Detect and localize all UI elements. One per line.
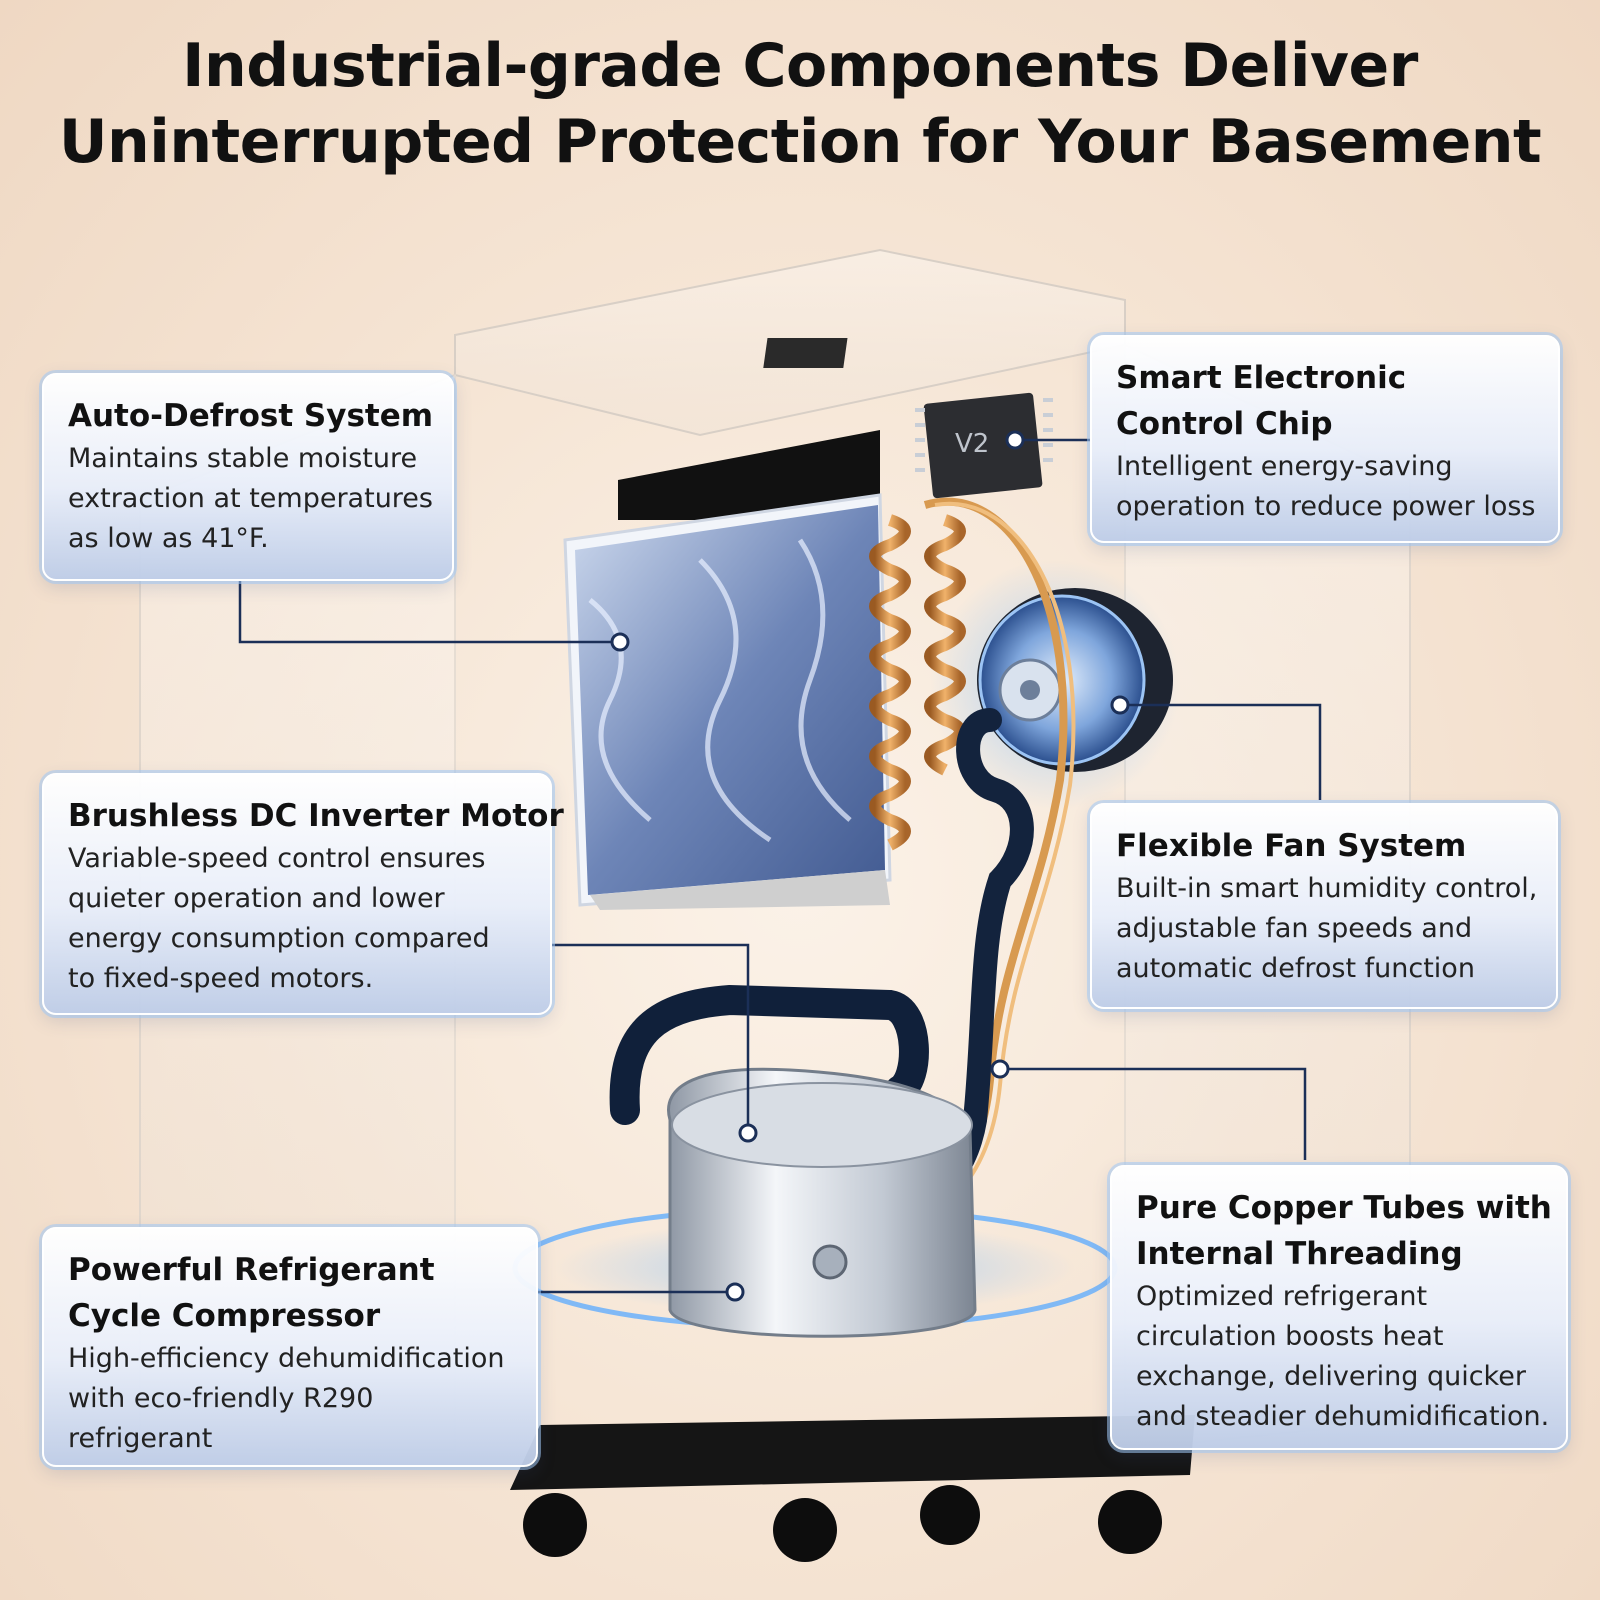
leader-copper-tubes [1000, 1067, 1307, 1160]
card-desc-line: to fixed-speed motors. [68, 963, 374, 994]
dot-auto-defrost [610, 632, 630, 652]
dot-compressor [725, 1282, 745, 1302]
headline-line-2: Uninterrupted Protection for Your Baseme… [58, 107, 1542, 177]
card-title: Flexible Fan System [1116, 823, 1536, 869]
card-title-line: Cycle Compressor [68, 1298, 381, 1334]
control-chip: V2 [915, 392, 1053, 499]
card-desc-line: with eco-friendly R290 [68, 1383, 374, 1414]
card-compressor: Powerful Refrigerant Cycle Compressor Hi… [42, 1227, 538, 1467]
card-description: High-efficiency dehumidification with ec… [68, 1339, 516, 1459]
card-desc-line: circulation boosts heat [1136, 1321, 1444, 1352]
card-desc-line: exchange, delivering quicker [1136, 1361, 1526, 1392]
card-description: Maintains stable moisture extraction at … [68, 439, 433, 559]
card-copper-tubes: Pure Copper Tubes with Internal Threadin… [1110, 1165, 1568, 1450]
compressor-art [512, 984, 1118, 1338]
dot-brushless-motor [738, 1123, 758, 1143]
card-desc-line: High-efficiency dehumidification [68, 1343, 505, 1374]
card-description: Built-in smart humidity control, adjusta… [1116, 869, 1538, 989]
evaporator-coil [563, 430, 892, 910]
card-desc-line: as low as 41°F. [68, 523, 269, 554]
card-title: Auto-Defrost System [68, 393, 434, 439]
callout-lines [238, 438, 1322, 1294]
card-desc-line: automatic defrost function [1116, 953, 1475, 984]
caster-base [510, 1415, 1195, 1562]
card-brushless-motor: Brushless DC Inverter Motor Variable-spe… [42, 773, 564, 1015]
leader-auto-defrost [238, 580, 620, 644]
headline: Industrial-grade Components Deliver Unin… [0, 28, 1600, 180]
card-desc-line: Optimized refrigerant [1136, 1281, 1428, 1312]
dot-copper-tubes [990, 1059, 1010, 1079]
dot-fan-system [1110, 695, 1130, 715]
card-desc-line: quieter operation and lower [68, 883, 445, 914]
card-desc-line: and steadier dehumidification. [1136, 1401, 1550, 1432]
card-desc-line: Built-in smart humidity control, [1116, 873, 1538, 904]
card-title-line: Pure Copper Tubes with [1136, 1190, 1552, 1226]
card-title: Pure Copper Tubes with Internal Threadin… [1136, 1185, 1552, 1277]
fan-assembly [930, 560, 1180, 810]
card-desc-line: extraction at temperatures [68, 483, 433, 514]
card-description: Variable-speed control ensures quieter o… [68, 839, 530, 999]
card-title: Brushless DC Inverter Motor [68, 793, 564, 839]
card-desc-line: Maintains stable moisture [68, 443, 418, 474]
card-smart-chip: Smart Electronic Control Chip Intelligen… [1090, 335, 1560, 543]
card-desc-line: refrigerant [68, 1423, 213, 1454]
card-title-line: Smart Electronic [1116, 360, 1407, 396]
card-title-line: Control Chip [1116, 406, 1333, 442]
dot-smart-chip [1005, 430, 1025, 450]
card-desc-line: operation to reduce power loss [1116, 491, 1536, 522]
leader-fan-system [1120, 703, 1322, 800]
card-desc-line: Intelligent energy-saving [1116, 451, 1453, 482]
headline-line-1: Industrial-grade Components Deliver [182, 31, 1418, 101]
card-title-line: Flexible Fan System [1116, 828, 1467, 864]
card-title-line: Auto-Defrost System [68, 398, 434, 434]
card-desc-line: adjustable fan speeds and [1116, 913, 1473, 944]
chip-label: V2 [955, 429, 989, 459]
card-title: Smart Electronic Control Chip [1116, 355, 1538, 447]
card-description: Intelligent energy-saving operation to r… [1116, 447, 1538, 527]
card-auto-defrost: Auto-Defrost System Maintains stable moi… [42, 373, 454, 581]
card-desc-line: Variable-speed control ensures [68, 843, 486, 874]
card-fan-system: Flexible Fan System Built-in smart humid… [1090, 803, 1558, 1009]
leader-brushless-motor [552, 943, 750, 1133]
card-title-line: Brushless DC Inverter Motor [68, 798, 564, 834]
card-title: Powerful Refrigerant Cycle Compressor [68, 1247, 516, 1339]
card-desc-line: energy consumption compared [68, 923, 490, 954]
card-title-line: Internal Threading [1136, 1236, 1463, 1272]
callout-dots [610, 430, 1130, 1302]
card-description: Optimized refrigerant circulation boosts… [1136, 1277, 1550, 1437]
card-title-line: Powerful Refrigerant [68, 1252, 435, 1288]
